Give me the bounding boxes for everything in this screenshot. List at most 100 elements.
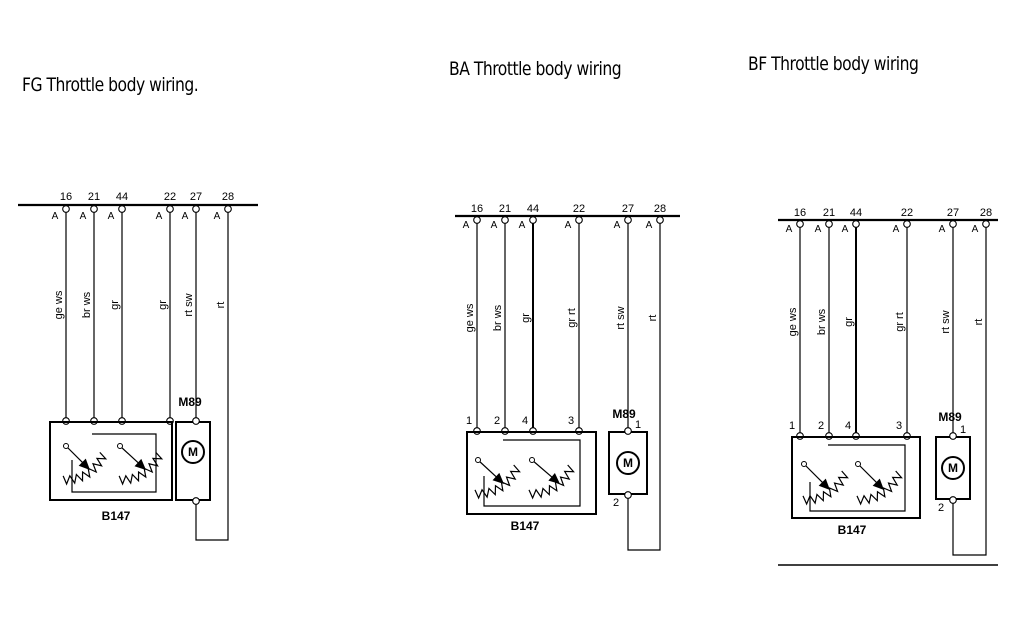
fg-wire-color-label: rt xyxy=(215,302,227,309)
bf-connector-label: A xyxy=(842,224,849,235)
bf-motor-ref: M89 xyxy=(938,410,962,424)
bf-pin-terminal xyxy=(796,220,804,228)
ba-connector-label: A xyxy=(614,220,621,231)
ba-connector-label: A xyxy=(565,220,572,231)
fg-wire-color-label: br ws xyxy=(81,291,93,318)
bf-motor-terminal-bottom xyxy=(949,496,957,504)
ba-sensor-box xyxy=(466,431,597,515)
bf-sensor-ref: B147 xyxy=(838,523,867,537)
ba-connector-label: A xyxy=(463,220,470,231)
ba-pin-number: 28 xyxy=(654,203,666,215)
bf-wire-color-label: ge ws xyxy=(787,307,799,336)
ba-potentiometer-2-pivot xyxy=(529,457,535,463)
bf-pin-number: 27 xyxy=(947,207,959,219)
fg-motor-letter: M xyxy=(188,445,198,459)
ba-resistor-track-2 xyxy=(528,464,575,500)
ba-sensor-ref: B147 xyxy=(511,519,540,533)
ba-pin-number: 44 xyxy=(527,203,539,215)
fg-wire-color-label: gr xyxy=(157,300,169,310)
ba-motor-terminal-bottom xyxy=(624,491,632,499)
bf-pin-terminal xyxy=(982,220,990,228)
bf-pin-number: 22 xyxy=(901,207,913,219)
bf-motor-terminal-top xyxy=(949,432,957,440)
ba-motor-letter: M xyxy=(623,456,633,470)
ba-motor-ref: M89 xyxy=(612,407,636,421)
ba-pin-terminal xyxy=(473,216,481,224)
fg-rt-loop-wire xyxy=(195,212,229,541)
fg-pin-terminal xyxy=(90,205,98,213)
fg-pin-terminal xyxy=(62,205,70,213)
ba-sensor-pin-number: 3 xyxy=(568,415,574,427)
ba-pin-terminal xyxy=(529,216,537,224)
bf-sensor-pin-number: 3 xyxy=(896,420,902,432)
ba-pin-terminal xyxy=(575,216,583,224)
ba-motor-pin-number: 2 xyxy=(613,497,619,509)
bf-pin-terminal xyxy=(825,220,833,228)
bf-rt-loop-wire xyxy=(952,227,987,556)
fg-connector-label: A xyxy=(182,211,189,222)
bf-potentiometer-2-pivot xyxy=(855,461,861,467)
fg-connector-label: A xyxy=(214,211,221,222)
ba-internal-wiring xyxy=(483,439,581,507)
bf-motor-pin-number: 2 xyxy=(938,502,944,514)
diagram-title-ba: BA Throttle body wiring xyxy=(449,58,622,80)
bf-wire-color-label: gr rt xyxy=(894,312,906,332)
bf-pin-number: 16 xyxy=(794,207,806,219)
bf-potentiometer-2-arrowhead xyxy=(872,478,884,490)
fg-pin-number: 44 xyxy=(116,191,128,203)
fg-connector-label: A xyxy=(108,211,115,222)
fg-motor-symbol xyxy=(181,440,205,464)
bf-potentiometer-1-wiper xyxy=(803,463,825,485)
bf-connector-label: A xyxy=(972,224,979,235)
ba-connector-label: A xyxy=(646,220,653,231)
fg-pin-terminal xyxy=(166,205,174,213)
fg-connector-label: A xyxy=(52,211,59,222)
bf-potentiometer-2-wiper xyxy=(857,463,879,485)
ba-wire-color-label: gr rt xyxy=(566,308,578,328)
ba-connector-label: A xyxy=(491,220,498,231)
fg-internal-wiring xyxy=(71,433,157,493)
ba-connector-label: A xyxy=(519,220,526,231)
fg-wire-color-label: ge ws xyxy=(53,290,65,319)
bf-sensor-pin-number: 4 xyxy=(845,420,851,432)
fg-potentiometer-1-arrowhead xyxy=(78,458,90,470)
ba-wire-color-label: ge ws xyxy=(464,303,476,332)
ba-motor-pin-number: 1 xyxy=(635,419,641,431)
bf-wire-color-label: br ws xyxy=(816,308,828,335)
bf-pin-terminal xyxy=(852,220,860,228)
bf-sensor-box xyxy=(791,436,921,519)
ba-wire-color-label: gr xyxy=(520,313,532,323)
fg-potentiometer-2-arrowhead xyxy=(134,458,146,470)
ba-pin-number: 16 xyxy=(471,203,483,215)
bf-pin-terminal xyxy=(949,220,957,228)
fg-motor-ref: M89 xyxy=(178,395,202,409)
ba-wire-color-label: rt xyxy=(647,315,659,322)
ba-rt-loop-wire xyxy=(627,223,661,551)
ba-wire-color-label: rt sw xyxy=(615,306,627,329)
ba-pin-number: 22 xyxy=(573,203,585,215)
ba-sensor-pin-number: 1 xyxy=(466,415,472,427)
fg-pin-terminal xyxy=(118,205,126,213)
fg-motor-terminal-top xyxy=(192,417,200,425)
fg-potentiometer-1-pivot xyxy=(63,443,69,449)
ba-pin-terminal xyxy=(656,216,664,224)
ba-potentiometer-1-wiper xyxy=(477,459,499,480)
diagram-title-fg: FG Throttle body wiring. xyxy=(22,74,199,96)
fg-pin-terminal xyxy=(224,205,232,213)
fg-resistor-track-2 xyxy=(118,451,164,486)
bf-sensor-pin-number: 2 xyxy=(818,420,824,432)
fg-connector-label: A xyxy=(156,211,163,222)
ba-motor-terminal-top xyxy=(624,427,632,435)
fg-wire-color-label: gr xyxy=(109,300,121,310)
ba-resistor-track-1 xyxy=(474,464,521,500)
fg-motor-terminal-bottom xyxy=(192,497,200,505)
ba-wire-color-label: br ws xyxy=(492,304,504,331)
bf-motor-pin-number: 1 xyxy=(960,424,966,436)
fg-connector-label: A xyxy=(80,211,87,222)
bf-wire-color-label: gr xyxy=(843,317,855,327)
bf-pin-number: 21 xyxy=(823,207,835,219)
ba-potentiometer-1-pivot xyxy=(475,457,481,463)
bf-wire-color-label: rt sw xyxy=(940,310,952,333)
fg-sensor-box xyxy=(49,421,173,501)
fg-potentiometer-2-wiper xyxy=(119,445,141,466)
